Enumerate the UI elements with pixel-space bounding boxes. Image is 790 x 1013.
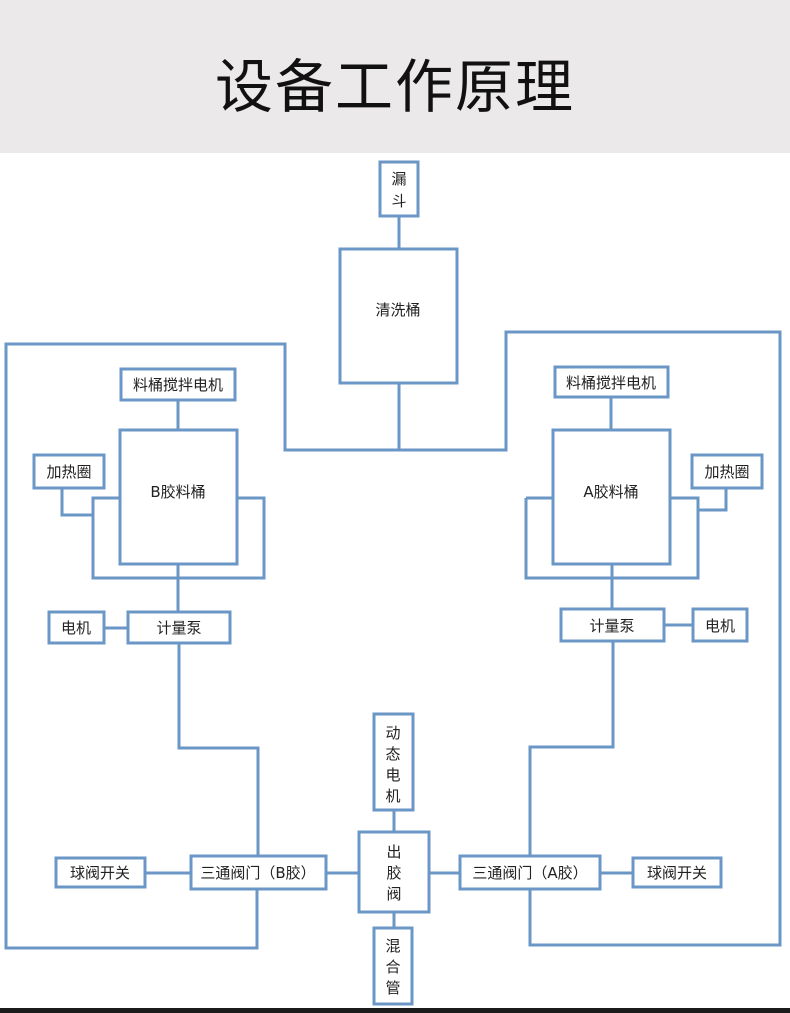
- dynamic-motor-label-1: 动: [385, 724, 400, 742]
- b-meter-pump-node: 计量泵: [126, 610, 232, 645]
- b-heater-node: 加热圈: [32, 453, 106, 490]
- b-stir-motor-label: 料桶搅拌电机: [133, 376, 223, 394]
- dispense-valve-node: 出 胶 阀: [357, 830, 431, 914]
- b-three-way-valve-label: 三通阀门（B胶）: [200, 864, 315, 882]
- a-meter-pump-label: 计量泵: [589, 617, 634, 635]
- header-band: 设备工作原理: [0, 0, 790, 153]
- mixing-tube-label-1: 混: [385, 937, 400, 955]
- wire-b-heater-jacket: [60, 488, 266, 580]
- b-ball-valve-label: 球阀开关: [70, 864, 130, 882]
- a-meter-pump-node: 计量泵: [559, 607, 666, 643]
- b-ball-valve-node: 球阀开关: [54, 856, 147, 889]
- a-motor-node: 电机: [691, 607, 749, 643]
- a-three-way-valve-label: 三通阀门（A胶）: [472, 864, 587, 882]
- mixing-tube-node: 混 合 管: [372, 926, 414, 1006]
- page-title: 设备工作原理: [214, 53, 575, 121]
- a-motor-label: 电机: [705, 617, 735, 635]
- dynamic-motor-label-2: 态: [385, 745, 400, 763]
- bottom-bar: [0, 1008, 790, 1013]
- a-three-way-valve-node: 三通阀门（A胶）: [458, 854, 602, 891]
- b-motor-label: 电机: [61, 619, 91, 637]
- connection-lines: [4, 216, 782, 950]
- a-heater-label: 加热圈: [704, 463, 749, 481]
- a-stir-motor-node: 料桶搅拌电机: [553, 365, 670, 399]
- funnel-label-1: 漏: [391, 170, 406, 188]
- a-ball-valve-node: 球阀开关: [631, 856, 723, 889]
- b-stir-motor-node: 料桶搅拌电机: [119, 367, 237, 402]
- wire-a-pump-to-valve: [528, 641, 615, 856]
- b-meter-pump-label: 计量泵: [156, 619, 201, 637]
- b-heater-label: 加热圈: [46, 463, 91, 481]
- dispense-valve-label-1: 出: [386, 843, 401, 861]
- a-tank-label: A胶料桶: [583, 483, 638, 501]
- wire-b-pump-to-valve: [177, 643, 260, 856]
- b-three-way-valve-node: 三通阀门（B胶）: [189, 854, 328, 891]
- b-tank-node: B胶料桶: [118, 428, 239, 566]
- b-motor-node: 电机: [47, 610, 106, 645]
- dynamic-motor-label-3: 电: [385, 766, 400, 784]
- dispense-valve-label-2: 胶: [386, 864, 401, 882]
- wire-a-heater-jacket: [524, 488, 728, 580]
- a-heater-node: 加热圈: [690, 453, 764, 490]
- b-tank-label: B胶料桶: [150, 483, 205, 501]
- dispense-valve-label-3: 阀: [386, 885, 401, 903]
- mixing-tube-label-3: 管: [385, 979, 400, 997]
- wire-cleaning-to-a-loop: [399, 330, 782, 947]
- funnel-node: 漏 斗: [378, 160, 420, 218]
- wire-cleaning-to-loop: [4, 342, 401, 950]
- cleaning-tank-node: 清洗桶: [338, 247, 459, 385]
- a-tank-node: A胶料桶: [551, 428, 672, 566]
- a-ball-valve-label: 球阀开关: [647, 864, 707, 882]
- mixing-tube-label-2: 合: [385, 958, 400, 976]
- dynamic-motor-node: 动 态 电 机: [372, 712, 415, 812]
- cleaning-tank-label: 清洗桶: [375, 301, 420, 319]
- dynamic-motor-label-4: 机: [385, 787, 400, 805]
- funnel-label-2: 斗: [391, 192, 406, 210]
- a-stir-motor-label: 料桶搅拌电机: [566, 374, 656, 392]
